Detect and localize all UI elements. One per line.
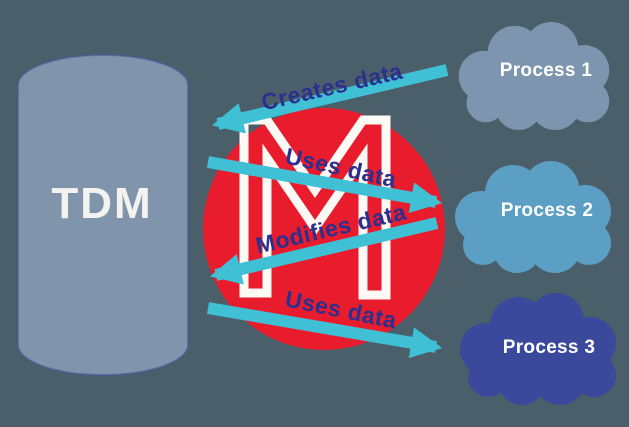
m-monogram-logo-icon xyxy=(239,115,391,300)
process-2-label: Process 2 xyxy=(500,200,594,221)
tdm-database-cylinder xyxy=(17,54,189,376)
tdm-label: TDM xyxy=(51,179,153,228)
uses-data-arrow-bottom xyxy=(206,302,443,359)
process-1-label: Process 1 xyxy=(499,60,593,81)
process-3-label: Process 3 xyxy=(502,337,596,358)
modifies-data-arrow xyxy=(209,217,439,285)
creates-data-arrow xyxy=(211,64,449,134)
uses-data-arrow-top xyxy=(206,156,443,214)
